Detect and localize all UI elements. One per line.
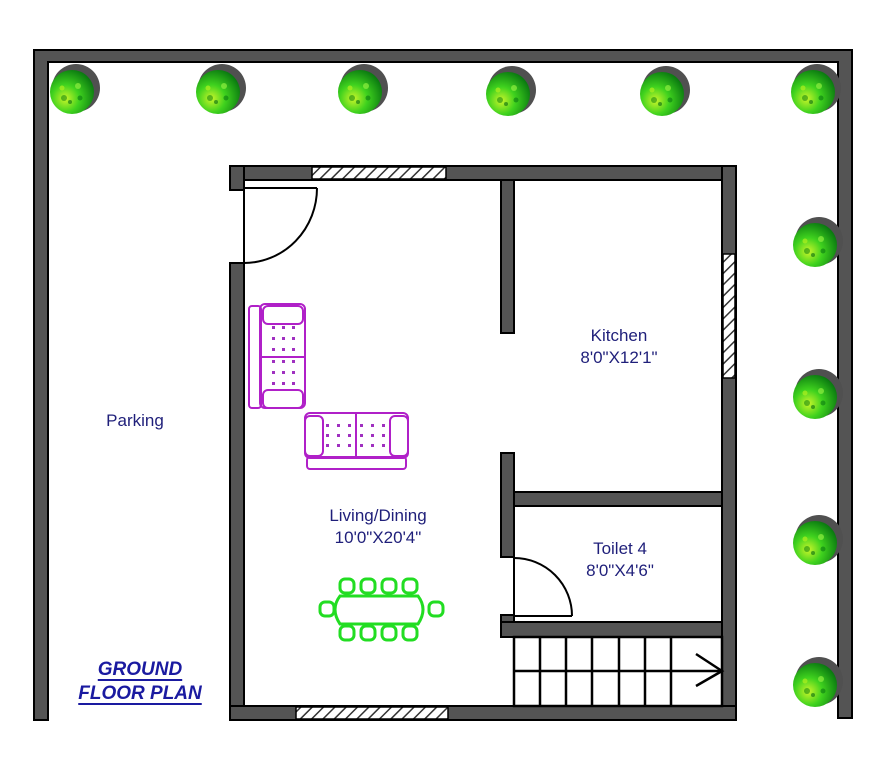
title-line-1: GROUND [97, 659, 183, 680]
tree-icon [793, 515, 843, 565]
tree-icon [793, 657, 843, 707]
tree-icon [640, 66, 690, 116]
room-name: Living/Dining [329, 506, 427, 525]
room-label-toilet: Toilet 4 8'0"X4'6" [550, 538, 690, 582]
tree-icon [196, 64, 246, 114]
room-name: Kitchen [590, 326, 648, 345]
toilet-door[interactable] [513, 557, 573, 617]
tree-row-right [793, 217, 843, 707]
tree-icon [486, 66, 536, 116]
kitchen-window [722, 253, 736, 379]
room-dimensions: 10'0"X20'4" [334, 528, 422, 547]
plan-title: GROUND FLOOR PLAN [60, 658, 220, 706]
room-dimensions: 8'0"X12'1" [580, 348, 658, 367]
staircase [512, 635, 725, 708]
tree-icon [793, 217, 843, 267]
tree-icon [791, 64, 841, 114]
sofa-horizontal-icon [304, 412, 409, 470]
living-bottom-window [295, 706, 449, 720]
room-label-living-dining: Living/Dining 10'0"X20'4" [303, 505, 453, 549]
room-label-parking: Parking [70, 410, 200, 432]
tree-icon [338, 64, 388, 114]
room-name: Toilet 4 [593, 539, 647, 558]
stair-arrow-icon [695, 652, 725, 688]
dining-table-icon [318, 577, 445, 642]
room-dimensions: 8'0"X4'6" [586, 561, 654, 580]
tree-row-top [50, 64, 841, 116]
sofa-vertical-icon [248, 303, 306, 409]
main-entrance-door[interactable] [243, 187, 318, 264]
living-top-window [311, 166, 447, 180]
title-line-2: FLOOR PLAN [78, 683, 202, 704]
tree-icon [50, 64, 100, 114]
room-label-kitchen: Kitchen 8'0"X12'1" [549, 325, 689, 369]
compound-wall [33, 49, 853, 721]
tree-icon [793, 369, 843, 419]
room-name: Parking [106, 411, 164, 430]
